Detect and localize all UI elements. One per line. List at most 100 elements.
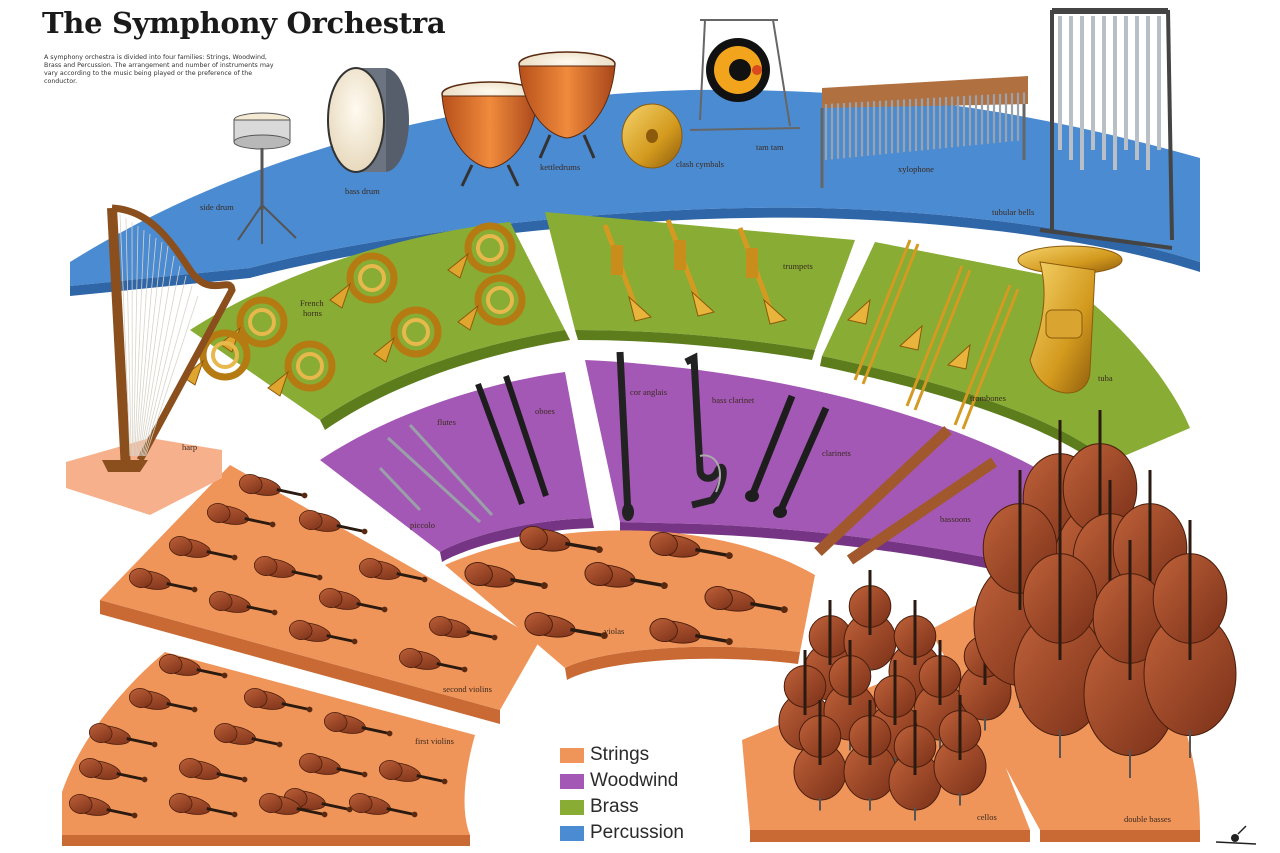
label-side-drum: side drum (200, 202, 234, 212)
violas-instruments (464, 525, 788, 646)
legend-item-strings: Strings (560, 742, 684, 768)
label-french-horns-line1: French (300, 298, 324, 308)
harp-string (142, 275, 187, 457)
label-harp: harp (182, 442, 197, 452)
legend-label: Brass (590, 796, 639, 817)
trombone-icon (898, 265, 972, 411)
xylophone-instrument (820, 76, 1028, 188)
flute-icon (408, 423, 494, 517)
second-violins-platform (100, 465, 540, 710)
harp-string (139, 245, 169, 457)
cello-icon (888, 710, 942, 821)
harp-string (138, 241, 163, 457)
label-bassoons: bassoons (940, 514, 971, 524)
trombone-icon (946, 284, 1020, 430)
harp-string (140, 255, 175, 457)
trumpet-icon (665, 219, 716, 317)
clarinet-icon (773, 406, 830, 518)
legend-swatch-brass (560, 799, 584, 815)
double-bass-icon (1143, 520, 1237, 758)
label-clash-cymbals: clash cymbals (676, 159, 724, 169)
label-piccolo: piccolo (410, 520, 435, 530)
label-tuba: tuba (1098, 373, 1113, 383)
violin-icon (207, 503, 276, 528)
trombones-instruments (846, 239, 1020, 430)
label-cor-anglais: cor anglais (630, 387, 667, 397)
instrument-labels: side drum bass drum kettledrums clash cy… (182, 142, 1171, 824)
legend-swatch-strings (560, 747, 584, 763)
label-second-violins: second violins (443, 684, 492, 694)
legend: Strings Woodwind Brass Percussion (560, 742, 684, 846)
tubular-bells-instrument (1039, 8, 1174, 250)
harp-string (134, 229, 145, 457)
label-cellos: cellos (977, 812, 997, 822)
harp-platform (66, 438, 222, 515)
french-horn-icon (267, 340, 336, 397)
harp-string (145, 295, 199, 457)
clarinets-instruments (745, 394, 830, 518)
violin-icon (429, 616, 498, 641)
tuba-instrument (1017, 245, 1123, 394)
tam-tam-instrument (689, 19, 801, 131)
legend-swatch-percussion (560, 825, 584, 841)
violin-icon (259, 793, 328, 818)
label-tam-tam: tam tam (756, 142, 784, 152)
oboes-instruments (475, 375, 549, 506)
violin-icon (379, 760, 448, 785)
percussion-section (70, 89, 1200, 296)
label-bass-drum: bass drum (345, 186, 380, 196)
violin-icon (209, 591, 278, 616)
brass-platform-horns (190, 222, 565, 420)
violin-icon (319, 588, 388, 613)
oboe-icon (503, 375, 549, 497)
harp-string (135, 233, 151, 457)
violin-icon (299, 753, 368, 778)
viola-icon (584, 561, 668, 590)
legend-swatch-woodwind (560, 773, 584, 789)
violin-icon (129, 568, 198, 593)
cor-anglais-instrument (616, 351, 634, 521)
brass-platform-trumpets (545, 212, 855, 350)
legend-label: Percussion (590, 822, 684, 843)
violin-icon (349, 793, 418, 818)
violin-icon (239, 474, 308, 499)
legend-label: Woodwind (590, 770, 679, 791)
clash-cymbals-instrument (621, 103, 683, 169)
violin-icon (89, 723, 158, 748)
viola-icon (649, 531, 733, 560)
viola-icon (464, 561, 548, 590)
brass-platform-trombones (822, 242, 1190, 462)
violin-icon (214, 723, 283, 748)
cello-icon (843, 700, 897, 811)
first-violins-instruments (69, 654, 448, 819)
intro-text: A symphony orchestra is divided into fou… (44, 54, 274, 85)
violin-icon (159, 654, 228, 679)
violin-icon (289, 620, 358, 645)
bassoon-icon (814, 425, 952, 557)
violin-icon (69, 794, 138, 819)
label-violas: violas (604, 626, 624, 636)
viola-icon (524, 611, 608, 640)
double-basses-instruments (973, 410, 1237, 778)
french-horn-icon (447, 222, 516, 279)
label-xylophone: xylophone (898, 164, 934, 174)
harp-instrument (102, 204, 236, 472)
conductor-logo (1215, 825, 1257, 845)
violin-icon (359, 558, 428, 583)
bass-clarinet-instrument (684, 352, 727, 509)
harp-string (136, 237, 157, 457)
french-horn-icon (457, 274, 526, 331)
label-oboes: oboes (535, 406, 555, 416)
viola-icon (704, 585, 788, 614)
label-french-horns-line2: horns (303, 308, 322, 318)
violin-icon (169, 793, 238, 818)
legend-label: Strings (590, 744, 650, 765)
flutes-instruments (378, 423, 494, 524)
label-clarinets: clarinets (822, 448, 851, 458)
flute-icon (386, 436, 482, 524)
violin-icon (399, 648, 468, 673)
side-drum-instrument (233, 112, 297, 244)
clarinet-icon (745, 394, 796, 502)
harp-string (119, 213, 131, 457)
